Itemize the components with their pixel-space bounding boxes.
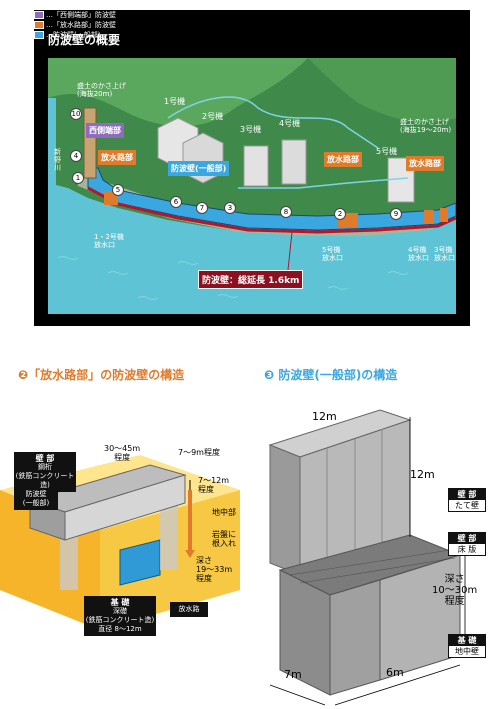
- dim-bottom-6: 6m: [386, 666, 404, 679]
- wall-red-line: [87, 186, 456, 234]
- dim-height: 7〜12m 程度: [198, 476, 230, 494]
- tag-general: 防波壁(一般部): [168, 161, 230, 176]
- tag-total-length: 防波壁：総延長 1.6km: [198, 270, 304, 289]
- general-wall-diagram: [268, 409, 466, 706]
- dim-depth: 深さ 19〜33m 程度: [196, 556, 233, 583]
- legend-swatch-purple: [34, 11, 44, 19]
- box-outlet-channel: 放水路: [170, 602, 208, 617]
- label-unit3: 3号機: [240, 125, 262, 134]
- label-mori-right: 盛土のかさ上げ (海抜19〜20m): [400, 118, 452, 134]
- label-unit5: 5号機: [376, 147, 398, 156]
- label-unit2: 2号機: [202, 112, 224, 121]
- box-underground-wall: 基 礎 地中壁: [448, 634, 486, 658]
- legend-outlet: …「放水路部」防波壁: [34, 20, 470, 30]
- marker-2: 2: [334, 208, 346, 220]
- label-unit4: 4号機: [279, 119, 301, 128]
- box-general-wall: 防波壁 (一般部): [14, 488, 58, 510]
- dim-top: 7〜9m程度: [178, 448, 220, 457]
- wall-outlet-3: [424, 210, 434, 224]
- box-wall-steel: 壁 部 鋼桁 (鉄筋コンクリート造): [14, 452, 76, 492]
- legend-swatch-blue: [34, 31, 44, 39]
- dim-bottom-7: 7m: [284, 668, 302, 681]
- label-shinno-river: 新 野 川: [54, 148, 61, 172]
- shinno-river: [48, 98, 56, 228]
- label-outlet-5: 5号機 放水口: [322, 246, 343, 262]
- dim-height-12: 12m: [410, 468, 435, 481]
- marker-10: 10: [70, 108, 82, 120]
- tag-outlet-right: 放水路部: [406, 156, 444, 171]
- overview-map-panel: 防波壁の概要 …「西側端部」防波壁 …「放水路部」防波壁 …防波壁(一般部): [34, 10, 470, 326]
- box-floor-slab: 壁 部 床 版: [448, 532, 486, 556]
- marker-4: 4: [70, 150, 82, 162]
- label-outlet-12: 1・2号機 放水口: [94, 233, 124, 249]
- tag-west-end: 西側端部: [86, 123, 124, 138]
- west-end-embankment: [83, 107, 97, 179]
- label-rock: 岩盤に 根入れ: [212, 530, 236, 548]
- marker-8: 8: [280, 206, 292, 218]
- dim-depth-10-30: 深さ 10〜30m 程度: [432, 574, 478, 607]
- marker-9: 9: [390, 208, 402, 220]
- marker-3: 3: [224, 202, 236, 214]
- dim-top-width: 12m: [312, 410, 337, 423]
- marker-1: 1: [72, 172, 84, 184]
- outlet-wall-diagram: [0, 455, 240, 630]
- tag-outlet-mid: 放水路部: [324, 152, 362, 167]
- box-vertical-wall: 壁 部 たて壁: [448, 488, 486, 512]
- box-foundation: 基 礎 深礎 (鉄筋コンクリート造) 直径 8〜12m: [84, 596, 156, 636]
- map-illustration: [48, 58, 456, 314]
- marker-7: 7: [196, 202, 208, 214]
- tag-outlet-left: 放水路部: [98, 150, 136, 165]
- marker-5: 5: [112, 184, 124, 196]
- map-title: 防波壁の概要: [48, 33, 121, 47]
- legend-general: …防波壁(一般部): [34, 30, 470, 40]
- legend-swatch-orange: [34, 21, 44, 29]
- label-underground: 地中部: [212, 508, 236, 517]
- dim-width: 30〜45m 程度: [104, 444, 141, 462]
- section2-title: ❷「放水路部」の防波壁の構造: [18, 368, 185, 382]
- section3-title: ❸ 防波壁(一般部)の構造: [264, 368, 398, 382]
- label-outlet-4: 4号機 放水口: [408, 246, 429, 262]
- legend-west-end: …「西側端部」防波壁: [34, 10, 470, 20]
- label-mori-left: 盛土のかさ上げ (海抜20m): [77, 82, 126, 98]
- label-outlet-3: 3号機 放水口: [434, 246, 455, 262]
- wall-outlet-4: [440, 208, 448, 222]
- label-unit1: 1号機: [164, 97, 186, 106]
- marker-6: 6: [170, 196, 182, 208]
